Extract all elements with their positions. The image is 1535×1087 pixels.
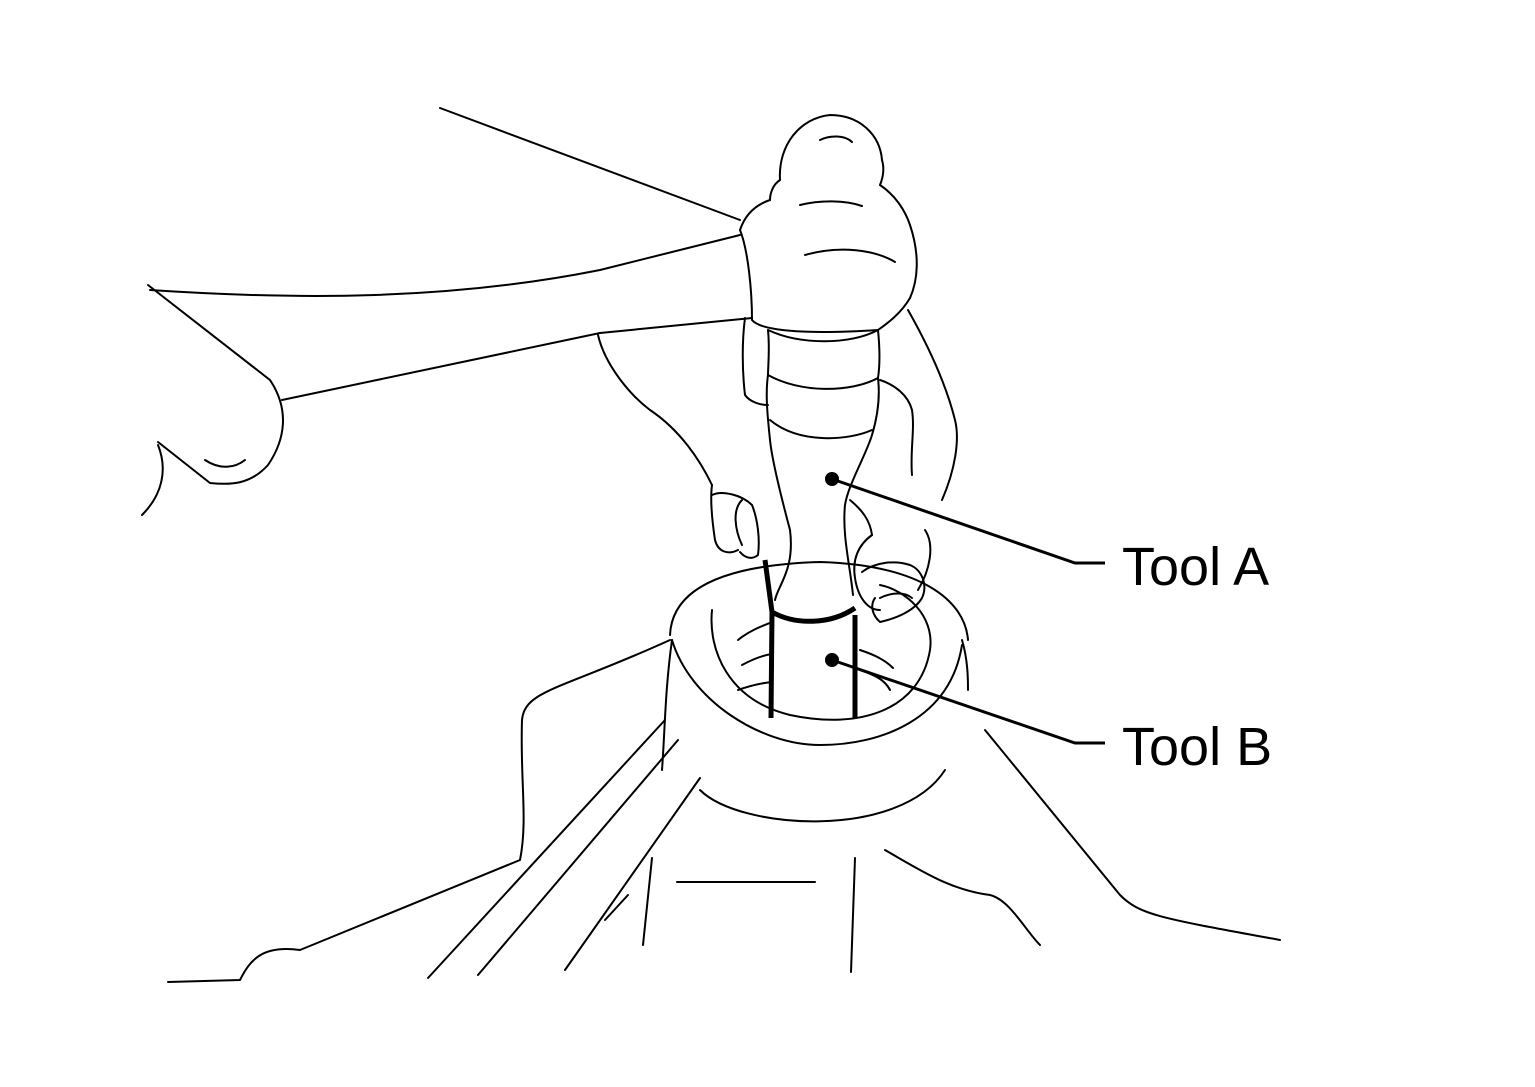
housing [167, 639, 1281, 983]
tool-a-drift [765, 329, 881, 601]
tool-a-label: Tool A [1122, 537, 1270, 597]
callout-leader-a [825, 472, 1105, 565]
tool-b-label: Tool B [1122, 717, 1273, 777]
tool-b-sleeve [762, 559, 858, 719]
hammer [149, 107, 918, 401]
right-hand [597, 309, 958, 623]
callout-leader-b [825, 653, 1105, 745]
left-hand [141, 284, 284, 516]
